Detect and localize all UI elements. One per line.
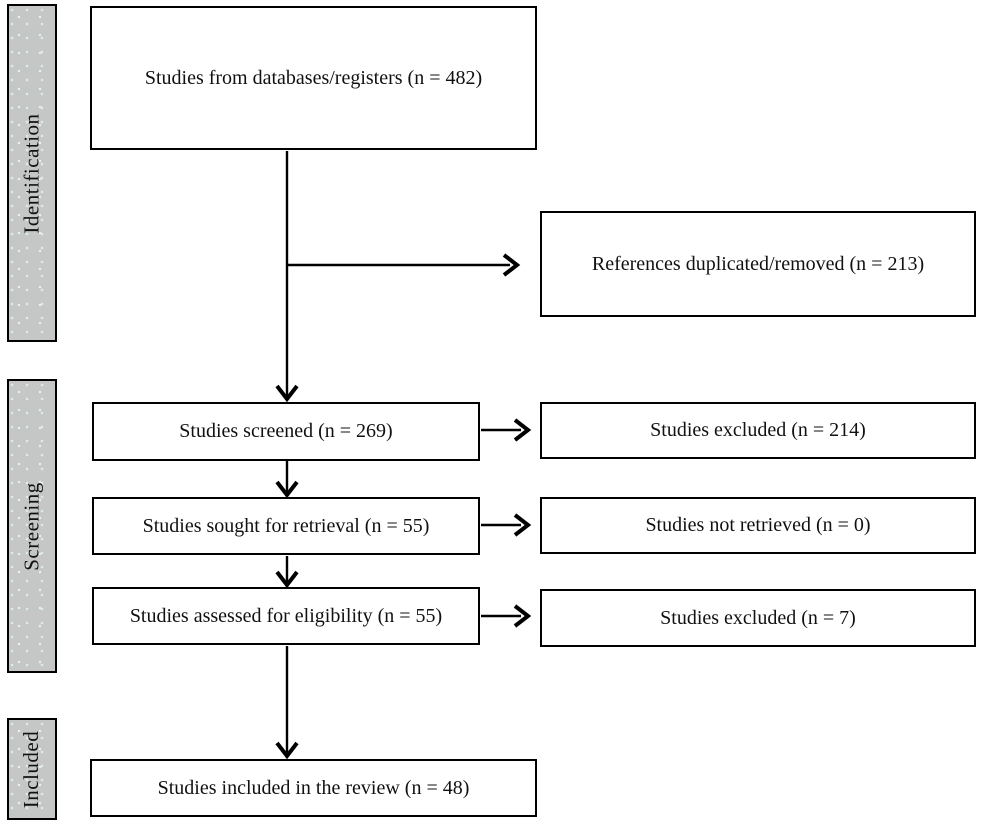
box-studies-excluded-eligibility-label: Studies excluded (n = 7) xyxy=(660,606,856,629)
arrow-assessed-to-included xyxy=(275,646,299,760)
box-studies-from-databases-label: Studies from databases/registers (n = 48… xyxy=(144,66,483,89)
arrow-screened-to-excluded xyxy=(481,418,532,442)
arrow-assessed-to-excluded xyxy=(481,604,532,628)
stage-identification: Identification xyxy=(7,4,57,342)
stage-identification-label: Identification xyxy=(19,112,44,234)
box-studies-screened: Studies screened (n = 269) xyxy=(92,402,480,461)
arrow-databases-to-screened xyxy=(275,151,299,403)
box-studies-assessed-eligibility: Studies assessed for eligibility (n = 55… xyxy=(92,587,480,645)
box-studies-not-retrieved: Studies not retrieved (n = 0) xyxy=(540,497,976,554)
box-references-duplicated-removed: References duplicated/removed (n = 213) xyxy=(540,211,976,317)
box-studies-excluded-eligibility: Studies excluded (n = 7) xyxy=(540,589,976,647)
stage-included-label: Included xyxy=(19,730,44,808)
stage-screening-label: Screening xyxy=(19,481,44,571)
box-studies-sought-retrieval-label: Studies sought for retrieval (n = 55) xyxy=(142,514,430,537)
stage-screening: Screening xyxy=(7,379,57,673)
box-studies-included-review: Studies included in the review (n = 48) xyxy=(90,759,537,817)
box-studies-excluded-screening: Studies excluded (n = 214) xyxy=(540,402,976,459)
arrow-databases-to-duplicated xyxy=(287,253,521,277)
arrow-sought-to-not-retrieved xyxy=(481,513,532,537)
box-studies-from-databases: Studies from databases/registers (n = 48… xyxy=(90,6,537,150)
box-studies-assessed-eligibility-label: Studies assessed for eligibility (n = 55… xyxy=(129,604,443,627)
box-studies-screened-label: Studies screened (n = 269) xyxy=(179,420,393,442)
box-studies-excluded-screening-label: Studies excluded (n = 214) xyxy=(650,419,866,441)
box-references-duplicated-removed-label: References duplicated/removed (n = 213) xyxy=(591,252,925,275)
box-studies-not-retrieved-label: Studies not retrieved (n = 0) xyxy=(645,514,871,536)
box-studies-included-review-label: Studies included in the review (n = 48) xyxy=(157,776,470,799)
stage-included: Included xyxy=(7,718,57,820)
arrow-screened-to-sought xyxy=(275,461,299,499)
box-studies-sought-retrieval: Studies sought for retrieval (n = 55) xyxy=(92,497,480,555)
arrow-sought-to-assessed xyxy=(275,556,299,589)
